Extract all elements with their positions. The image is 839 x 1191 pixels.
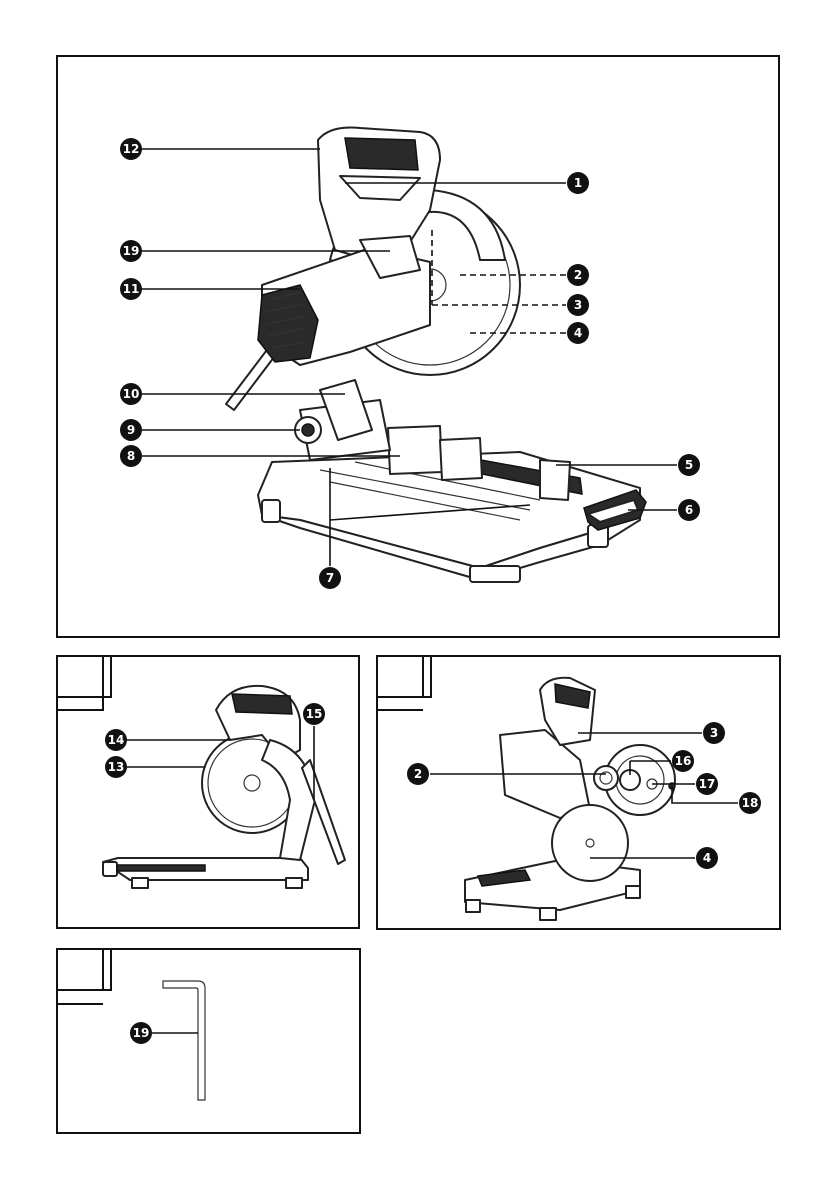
- panel-a-tab: [57, 656, 103, 697]
- callout-1: 1: [567, 172, 589, 194]
- svg-text:16: 16: [675, 754, 692, 768]
- callout-19: 19: [120, 240, 142, 262]
- hex-key-icon: [163, 981, 205, 1100]
- svg-text:10: 10: [123, 387, 140, 401]
- callout-2-panel-b: 2: [407, 763, 429, 785]
- svg-text:15: 15: [306, 707, 323, 721]
- svg-text:2: 2: [414, 767, 422, 781]
- svg-text:7: 7: [326, 571, 334, 585]
- callout-3: 3: [567, 294, 589, 316]
- panel-c-tab: [57, 949, 103, 990]
- callout-4: 4: [567, 322, 589, 344]
- svg-text:18: 18: [742, 796, 759, 810]
- callout-4-panel-b: 4: [696, 847, 718, 869]
- svg-text:4: 4: [703, 851, 711, 865]
- callout-16: 16: [672, 750, 694, 772]
- svg-text:19: 19: [133, 1026, 150, 1040]
- callout-10: 10: [120, 383, 142, 405]
- cut-off-saw-main-illustration: [226, 128, 646, 583]
- callout-18: 18: [739, 792, 761, 814]
- svg-text:6: 6: [685, 503, 693, 517]
- svg-text:1: 1: [574, 176, 582, 190]
- svg-text:8: 8: [127, 449, 135, 463]
- panel-b-tab: [377, 656, 423, 697]
- callout-14: 14: [105, 729, 127, 751]
- svg-text:13: 13: [108, 760, 125, 774]
- svg-text:11: 11: [123, 282, 140, 296]
- svg-text:12: 12: [123, 142, 140, 156]
- svg-text:9: 9: [127, 423, 135, 437]
- svg-text:4: 4: [574, 326, 582, 340]
- callout-6: 6: [678, 499, 700, 521]
- svg-text:5: 5: [685, 458, 693, 472]
- svg-text:14: 14: [108, 733, 125, 747]
- callout-5: 5: [678, 454, 700, 476]
- callout-19-panel-c: 19: [130, 1022, 152, 1044]
- panel-blade-assembly: [377, 656, 780, 929]
- svg-text:3: 3: [710, 726, 718, 740]
- callout-11: 11: [120, 278, 142, 300]
- callout-15: 15: [303, 703, 325, 725]
- callout-17: 17: [696, 773, 718, 795]
- callout-7: 7: [319, 567, 341, 589]
- svg-text:19: 19: [123, 244, 140, 258]
- callout-8: 8: [120, 445, 142, 467]
- svg-text:17: 17: [699, 777, 716, 791]
- callout-12: 12: [120, 138, 142, 160]
- callout-13: 13: [105, 756, 127, 778]
- panel-hex-key: [57, 949, 360, 1133]
- callout-2: 2: [567, 264, 589, 286]
- callout-3-panel-b: 3: [703, 722, 725, 744]
- svg-text:3: 3: [574, 298, 582, 312]
- callout-9: 9: [120, 419, 142, 441]
- svg-text:2: 2: [574, 268, 582, 282]
